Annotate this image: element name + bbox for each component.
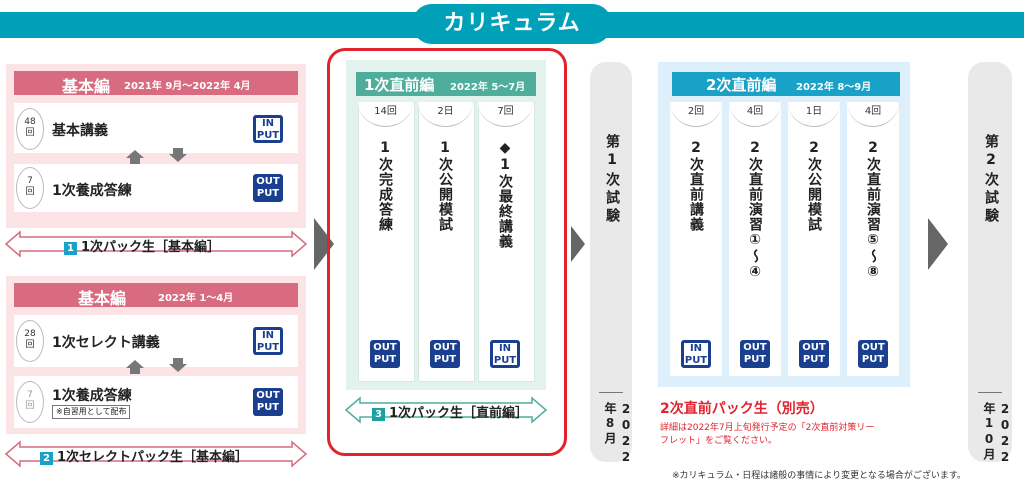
block-a-row-1-label: 基本講義 bbox=[52, 123, 108, 139]
column-2nd-lecture bbox=[670, 102, 722, 376]
highlight-frame bbox=[327, 48, 567, 456]
up-arrow-stem bbox=[130, 368, 140, 374]
second-pack-note-line-2: フレット」をご覧ください。 bbox=[660, 436, 778, 446]
column-2nd-drill-a bbox=[729, 102, 781, 376]
pack-arrow-3 bbox=[344, 396, 548, 424]
self-study-note: ※自習用として配布 bbox=[52, 405, 131, 419]
block-b-row-2 bbox=[14, 376, 298, 428]
block-b-row-1 bbox=[14, 315, 298, 367]
up-arrow-icon bbox=[126, 360, 144, 368]
block-b-row-2-label: 1次養成答練 bbox=[52, 388, 132, 404]
second-pack-note-line-1: 詳細は2022年7月上旬発行予定の「2次直前対策リー bbox=[660, 423, 875, 433]
second-exam-column: 第2次試験 2022年10月 bbox=[968, 62, 1012, 466]
flow-chevron-icon bbox=[928, 218, 948, 270]
down-arrow-stem bbox=[173, 358, 183, 364]
column-2nd-drill-b bbox=[847, 102, 899, 376]
basic-block-b-title: 基本編 bbox=[78, 289, 127, 308]
column-label: 2次直前講義 bbox=[688, 140, 704, 232]
column-label: ◆1次最終講義 bbox=[497, 140, 513, 249]
block-a-row-2-label: 1次養成答練 bbox=[52, 183, 132, 199]
column-label: 2次直前演習①〜④ bbox=[747, 140, 763, 281]
column-label: 2次直前演習⑤〜⑧ bbox=[865, 140, 881, 281]
up-arrow-icon bbox=[126, 150, 144, 158]
first-exam-prep-title: 1次直前編 bbox=[364, 76, 435, 94]
divider bbox=[978, 392, 1002, 393]
block-a-row-1 bbox=[14, 103, 298, 153]
column-label: 2次公開模試 bbox=[806, 140, 822, 232]
pack-arrow-2 bbox=[4, 440, 308, 468]
second-exam-title: 第2次試験 bbox=[983, 134, 999, 226]
pack-arrow-1 bbox=[4, 230, 308, 258]
page-title: カリキュラム bbox=[412, 4, 612, 44]
block-a-row-2 bbox=[14, 164, 298, 212]
second-exam-prep-title: 2次直前編 bbox=[706, 76, 777, 94]
down-arrow-icon bbox=[169, 154, 187, 162]
flow-chevron-icon bbox=[571, 226, 585, 262]
column-2nd-open-mock bbox=[788, 102, 840, 376]
basic-block-b-dates: 2022年 1〜4月 bbox=[158, 293, 234, 304]
first-exam-column: 第1次試験 2022年8月 bbox=[590, 62, 633, 466]
up-arrow-stem bbox=[130, 158, 140, 164]
down-arrow-stem bbox=[173, 148, 183, 154]
column-label: 1次完成答練 bbox=[377, 140, 393, 232]
second-exam-prep-dates: 2022年 8〜9月 bbox=[796, 82, 872, 93]
first-exam-prep-header: 1次直前編 2022年 5〜7月 bbox=[356, 72, 536, 96]
first-exam-title: 第1次試験 bbox=[604, 134, 620, 226]
first-exam-date: 2022年8月 bbox=[603, 402, 633, 466]
column-label: 1次公開模試 bbox=[437, 140, 453, 232]
basic-block-a-header: 基本編 2021年 9月〜2022年 4月 bbox=[14, 71, 298, 96]
column-1st-final-lecture bbox=[478, 102, 535, 382]
pack-2-number: 2 bbox=[40, 452, 53, 465]
block-b-row-1-label: 1次セレクト講義 bbox=[52, 335, 160, 351]
column-1st-open-mock bbox=[418, 102, 475, 382]
basic-block-b-header: 基本編 2022年 1〜4月 bbox=[14, 283, 298, 308]
footnote: ※カリキュラム・日程は諸般の事情により変更となる場合がございます。 bbox=[672, 471, 966, 481]
second-exam-prep-header: 2次直前編 2022年 8〜9月 bbox=[672, 72, 900, 96]
down-arrow-icon bbox=[169, 364, 187, 372]
basic-block-a-dates: 2021年 9月〜2022年 4月 bbox=[124, 81, 251, 92]
column-1st-final-mock bbox=[358, 102, 415, 382]
pack-3-number: 3 bbox=[372, 408, 385, 421]
basic-block-a-title: 基本編 bbox=[62, 77, 111, 96]
first-exam-prep-dates: 2022年 5〜7月 bbox=[450, 82, 526, 93]
divider bbox=[599, 392, 623, 393]
second-exam-date: 2022年10月 bbox=[982, 402, 1012, 466]
pack-1-number: 1 bbox=[64, 242, 77, 255]
second-pack-title: 2次直前パック生（別売） bbox=[660, 401, 824, 417]
